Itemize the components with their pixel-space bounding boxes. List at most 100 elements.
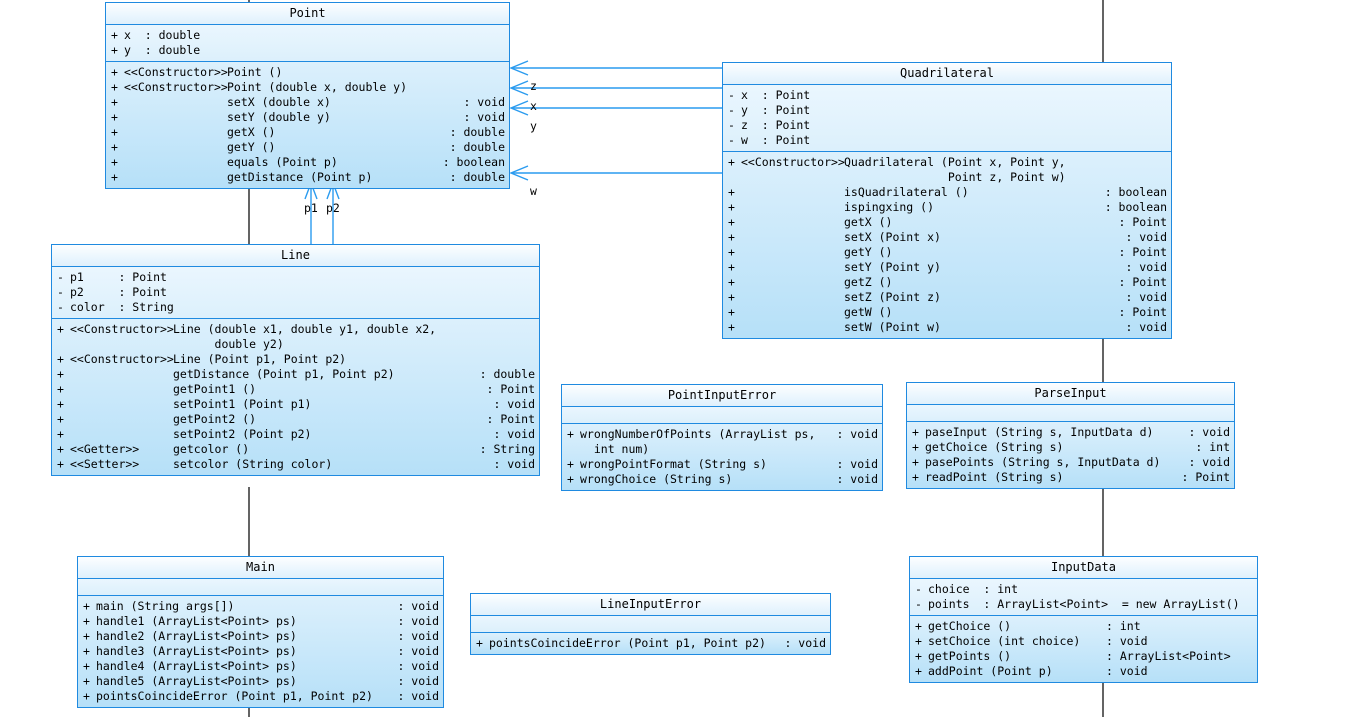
operation-signature: main (String args[]) <box>96 599 235 613</box>
edge-label-w: w <box>530 184 537 198</box>
operation-row: +getY (): double <box>106 140 509 155</box>
visibility: + <box>728 245 735 259</box>
class-input-data[interactable]: InputData -choice : int -points : ArrayL… <box>909 556 1258 683</box>
attribute-text: x : double <box>124 28 201 42</box>
operation-row: +getPoint2 (): Point <box>52 412 539 427</box>
operation-row: +setX (Point x): void <box>723 230 1171 245</box>
operation-signature: pasePoints (String s, InputData d) <box>925 455 1161 469</box>
attribute-row: +y : double <box>106 43 509 58</box>
visibility: + <box>728 155 735 169</box>
stereotype: <<Constructor>> <box>741 155 845 169</box>
visibility: + <box>111 80 118 94</box>
return-type: : void <box>1106 634 1148 648</box>
return-type: : Point <box>1118 275 1167 289</box>
stereotype: <<Getter>> <box>70 442 140 456</box>
return-type: : int <box>1106 619 1141 633</box>
visibility: + <box>111 65 118 79</box>
return-type: : void <box>397 659 439 673</box>
class-line-input-error[interactable]: LineInputError +pointsCoincideError (Poi… <box>470 593 831 655</box>
stereotype: <<Constructor>> <box>70 352 174 366</box>
visibility: + <box>915 664 922 678</box>
return-type: : void <box>493 397 535 411</box>
visibility: + <box>83 674 90 688</box>
return-type: : void <box>784 636 826 650</box>
attribute-text: choice : int <box>928 582 1019 596</box>
return-type: : void <box>1188 455 1230 469</box>
return-type: : void <box>397 614 439 628</box>
operation-row: +pasePoints (String s, InputData d): voi… <box>907 455 1234 470</box>
operation-row: +setPoint2 (Point p2): void <box>52 427 539 442</box>
operation-signature: getPoints () <box>928 649 1012 663</box>
visibility: + <box>476 636 483 650</box>
class-point[interactable]: Point +x : double +y : double +<<Constru… <box>105 2 510 189</box>
visibility: + <box>111 140 118 154</box>
visibility: + <box>567 457 574 471</box>
attribute-row: -p1 : Point <box>52 270 539 285</box>
return-type: : void <box>397 599 439 613</box>
operation-row: +<<Constructor>>Point (double x, double … <box>106 80 509 95</box>
assoc-arrowhead-y <box>509 100 529 116</box>
class-main[interactable]: Main +main (String args[]): void +handle… <box>77 556 444 708</box>
visibility: - <box>57 270 64 284</box>
visibility: - <box>915 582 922 596</box>
operation-signature: setW (Point w) <box>844 320 941 334</box>
operation-signature: setChoice (int choice) <box>928 634 1081 648</box>
operation-row: +handle3 (ArrayList<Point> ps): void <box>78 644 443 659</box>
operation-row: +handle4 (ArrayList<Point> ps): void <box>78 659 443 674</box>
operation-row: +wrongNumberOfPoints (ArrayList ps, int … <box>562 427 882 457</box>
attribute-text: p2 : Point <box>70 285 167 299</box>
return-type: : Point <box>1118 305 1167 319</box>
visibility: + <box>57 382 64 396</box>
visibility: + <box>83 614 90 628</box>
operation-row: +addPoint (Point p): void <box>910 664 1257 679</box>
return-type: : void <box>463 95 505 109</box>
return-type: : double <box>449 170 505 184</box>
operation-signature: setX (Point x) <box>844 230 941 244</box>
class-quadrilateral[interactable]: Quadrilateral -x : Point -y : Point -z :… <box>722 62 1172 339</box>
visibility: + <box>111 95 118 109</box>
operation-signature: getPoint1 () <box>173 382 257 396</box>
visibility: - <box>57 300 64 314</box>
return-type: : double <box>449 140 505 154</box>
return-type: : ArrayList<Point> <box>1106 649 1231 663</box>
operation-signature: ispingxing () <box>844 200 935 214</box>
class-point-attributes: +x : double +y : double <box>106 25 509 62</box>
class-quadrilateral-name: Quadrilateral <box>723 63 1171 85</box>
class-point-operations: +<<Constructor>>Point () +<<Constructor>… <box>106 62 509 188</box>
operation-signature: handle3 (ArrayList<Point> ps) <box>96 644 297 658</box>
operation-signature: Point () <box>227 65 283 79</box>
operation-signature: Point (double x, double y) <box>227 80 408 94</box>
operation-row: +setPoint1 (Point p1): void <box>52 397 539 412</box>
class-parse-input[interactable]: ParseInput +paseInput (String s, InputDa… <box>906 382 1235 489</box>
operation-signature: setcolor (String color) <box>173 457 333 471</box>
operation-row: +isQuadrilateral (): boolean <box>723 185 1171 200</box>
visibility: - <box>728 103 735 117</box>
visibility: + <box>567 472 574 486</box>
visibility: + <box>57 352 64 366</box>
assoc-arrowhead-z <box>509 60 529 76</box>
return-type: : void <box>463 110 505 124</box>
visibility: + <box>83 599 90 613</box>
visibility: + <box>83 629 90 643</box>
class-line[interactable]: Line -p1 : Point -p2 : Point -color : St… <box>51 244 540 476</box>
operation-signature: pointsCoincideError (Point p1, Point p2) <box>489 636 766 650</box>
class-parse-input-operations: +paseInput (String s, InputData d): void… <box>907 422 1234 488</box>
attribute-text: x : Point <box>741 88 811 102</box>
operation-row: +getX (): Point <box>723 215 1171 230</box>
visibility: + <box>728 290 735 304</box>
return-type: : Point <box>486 382 535 396</box>
attribute-row: -w : Point <box>723 133 1171 148</box>
operation-signature: setPoint1 (Point p1) <box>173 397 312 411</box>
return-type: : double <box>479 367 535 381</box>
visibility: + <box>111 110 118 124</box>
return-type: : void <box>1106 664 1148 678</box>
visibility: + <box>111 155 118 169</box>
operation-signature: wrongChoice (String s) <box>580 472 733 486</box>
operation-signature: getDistance (Point p1, Point p2) <box>173 367 395 381</box>
visibility: + <box>83 659 90 673</box>
class-point-input-error[interactable]: PointInputError +wrongNumberOfPoints (Ar… <box>561 384 883 491</box>
operation-signature: getChoice (String s) <box>925 440 1064 454</box>
operation-row: +getDistance (Point p): double <box>106 170 509 185</box>
visibility: + <box>912 470 919 484</box>
